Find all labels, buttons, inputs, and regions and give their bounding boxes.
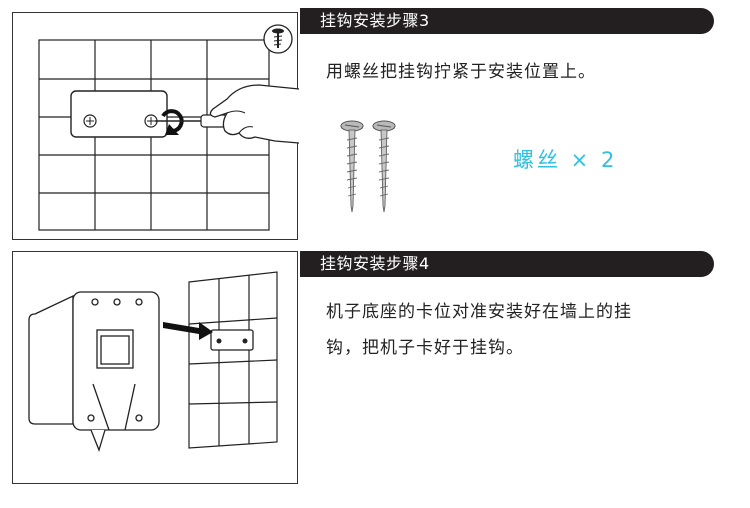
step3-illustration [12,12,299,240]
arrow-right-icon [163,322,213,340]
step4-description: 机子底座的卡位对准安装好在墙上的挂 钩，把机子卡好于挂钩。 [326,294,716,366]
step4-illustration [12,251,298,484]
rotate-arrow-icon [165,124,179,135]
screws-illustration [340,120,396,213]
step3-title: 挂钩安装步骤3 [320,11,430,30]
screw-count-label: 螺丝 × 2 [513,148,618,172]
screw-icon [340,120,364,213]
step4-description-line2: 钩，把机子卡好于挂钩。 [326,338,524,358]
wall-hook-screw-illustration [38,24,299,231]
device-unit [28,291,160,452]
step3-description: 用螺丝把挂钩拧紧于安装位置上。 [326,62,596,82]
screw-icon [372,120,396,213]
wall-tile-grid [188,271,278,449]
step4-description-line1: 机子底座的卡位对准安装好在墙上的挂 [326,302,632,322]
hand [209,84,299,144]
step4-header: 挂钩安装步骤4 [300,251,714,277]
device-mount-illustration [28,271,278,452]
hook-plate [210,329,254,351]
step3-header: 挂钩安装步骤3 [300,8,714,34]
hook-plate [70,90,168,138]
step4-title: 挂钩安装步骤4 [320,254,430,273]
